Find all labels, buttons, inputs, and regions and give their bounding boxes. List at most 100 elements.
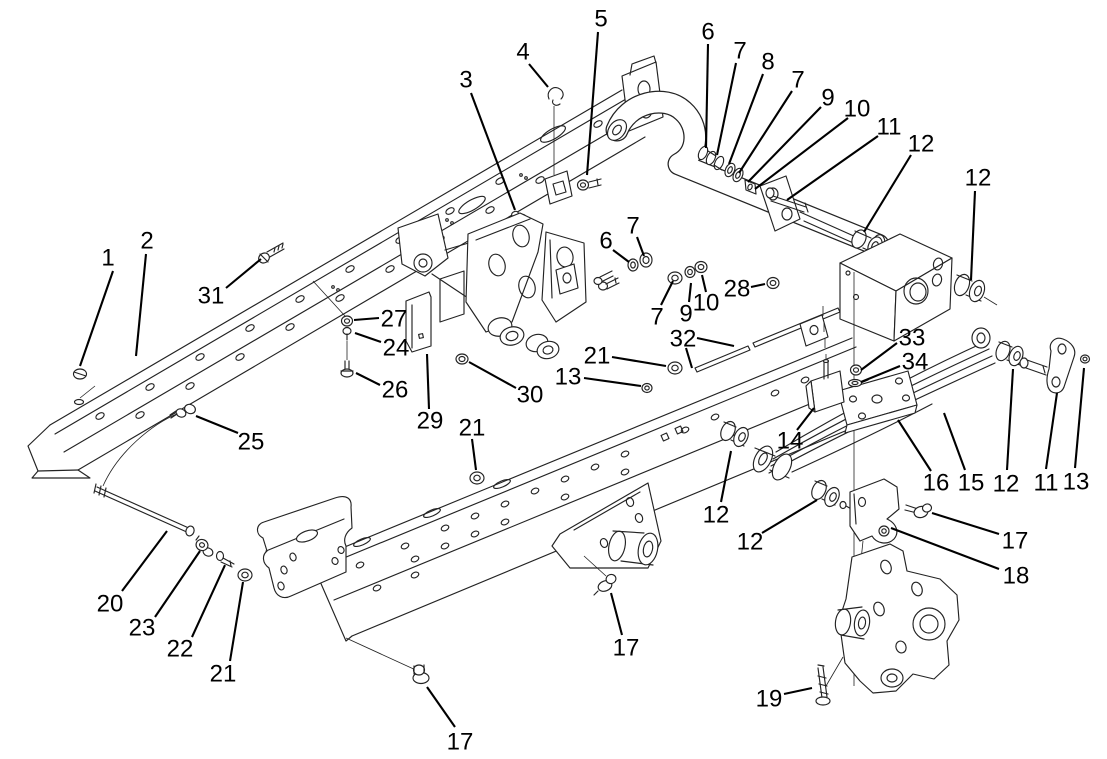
callout-5-5: 5 <box>594 6 607 33</box>
gusset-mount <box>551 482 662 577</box>
bushing-12-bracket <box>811 479 856 512</box>
callout-21-26: 21 <box>459 415 486 442</box>
callout-10-11: 10 <box>844 96 871 123</box>
leader-line-1 <box>79 270 114 367</box>
bolt-31 <box>258 242 285 264</box>
callout-15-35: 15 <box>958 470 985 497</box>
callout-4-4: 4 <box>516 39 529 66</box>
screw-24 <box>342 326 352 360</box>
callout-9-10: 9 <box>821 85 834 112</box>
callout-6-6: 6 <box>701 19 714 46</box>
callout-22-48: 22 <box>167 636 194 663</box>
lower-frame-rail <box>311 306 887 672</box>
callout-21-21: 21 <box>584 343 611 370</box>
nut-21-mid <box>469 471 485 485</box>
callout-23-47: 23 <box>129 615 156 642</box>
callout-3-3: 3 <box>459 67 472 94</box>
bolt-19 <box>815 664 831 706</box>
callout-28-20: 28 <box>724 276 751 303</box>
callout-8-8: 8 <box>761 49 774 76</box>
leader-line-2 <box>134 253 148 357</box>
fitting-25 <box>102 403 196 487</box>
callout-27-29: 27 <box>381 306 408 333</box>
callout-20-46: 20 <box>97 591 124 618</box>
leader-line-6 <box>612 249 630 263</box>
tube-hardware-stack <box>697 145 757 195</box>
washer-34 <box>847 378 863 388</box>
callout-21-49: 21 <box>210 661 237 688</box>
callout-29-28: 29 <box>417 408 444 435</box>
jounce-bumper-14 <box>805 358 845 413</box>
spring-bracket-18 <box>849 478 900 609</box>
callout-6-15: 6 <box>599 228 612 255</box>
callout-16-34: 16 <box>923 470 950 497</box>
callout-7-9: 7 <box>791 67 804 94</box>
axle-pivot-hardware <box>593 252 780 290</box>
leader-line-12 <box>863 154 912 233</box>
torque-link <box>759 175 896 260</box>
leader-line-7 <box>715 62 738 156</box>
leader-line-20 <box>121 530 168 592</box>
leader-line-23 <box>154 550 201 618</box>
leader-line-7 <box>636 236 645 257</box>
leader-line-12 <box>719 450 733 503</box>
callout-10-19: 10 <box>693 290 720 317</box>
callout-12-36: 12 <box>993 471 1020 498</box>
leader-line-10 <box>700 274 708 293</box>
callout-30-27: 30 <box>517 382 544 409</box>
nut-21-bottom <box>237 568 253 582</box>
bushing-12-rear-upper <box>953 273 998 306</box>
leader-line-17 <box>609 592 624 636</box>
callout-34-25: 34 <box>902 349 929 376</box>
leader-line-26 <box>355 372 381 386</box>
control-rod-20 <box>93 483 195 537</box>
callout-14-33: 14 <box>777 428 804 455</box>
bolt-17-right <box>904 503 933 519</box>
leader-line-12 <box>761 499 818 534</box>
callout-11-12: 11 <box>877 114 902 141</box>
leader-line-12 <box>1005 368 1015 471</box>
leader-line-21 <box>228 581 245 662</box>
callout-2-1: 2 <box>140 228 153 255</box>
leader-line-5 <box>585 31 600 176</box>
callout-12-40: 12 <box>737 529 764 556</box>
callout-18-42: 18 <box>1003 563 1030 590</box>
callout-17-45: 17 <box>447 729 474 756</box>
leader-line-3 <box>470 92 516 211</box>
callout-17-41: 17 <box>1002 528 1029 555</box>
callout-26-31: 26 <box>382 377 409 404</box>
front-channel-bracket <box>256 496 353 599</box>
nut-30 <box>455 353 469 365</box>
leader-line-21 <box>611 355 667 368</box>
leader-line-25 <box>195 415 239 434</box>
leader-line-32 <box>684 347 694 369</box>
nut-21-upper <box>667 361 683 375</box>
bracket-29 <box>405 270 465 353</box>
leader-line-21 <box>470 438 478 471</box>
bolt-17-bottom <box>412 664 430 685</box>
nut-27 <box>340 315 354 327</box>
callout-12-14: 12 <box>965 165 992 192</box>
leader-line-28 <box>750 282 766 289</box>
callout-12-39: 12 <box>703 502 730 529</box>
callout-24-30: 24 <box>383 335 410 362</box>
leader-line-11 <box>786 135 879 201</box>
shackle-link-11 <box>1019 337 1091 394</box>
callout-12-13: 12 <box>908 131 935 158</box>
callout-11-37: 11 <box>1034 470 1059 497</box>
leader-line-17 <box>931 511 1000 536</box>
leader-line-13 <box>583 376 642 388</box>
latch-plate <box>544 170 573 205</box>
bushing-12-spring-rear <box>995 340 1024 367</box>
bushing-12-spring-front <box>720 420 749 448</box>
callout-9-18: 9 <box>679 301 692 328</box>
leader-line-34 <box>860 365 901 383</box>
leader-line-29 <box>425 353 431 410</box>
rear-cross-box <box>839 233 953 342</box>
callout-33-24: 33 <box>899 325 926 352</box>
bolt-26 <box>340 360 354 378</box>
leader-line-30 <box>468 361 517 389</box>
